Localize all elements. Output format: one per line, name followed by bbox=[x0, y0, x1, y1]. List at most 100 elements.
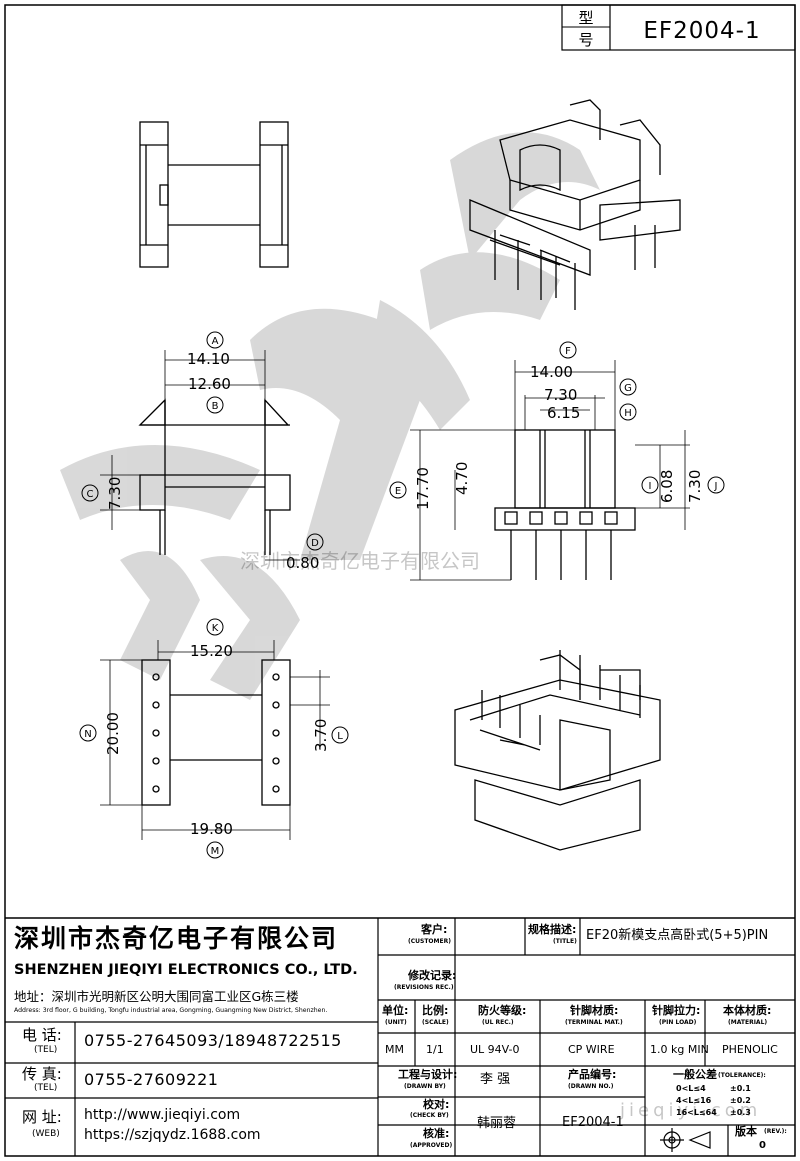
dim-N-value: 20.00 bbox=[104, 712, 122, 755]
dim-D-value: 0.80 bbox=[286, 554, 319, 572]
terminal-mat-value: CP WIRE bbox=[568, 1043, 615, 1056]
isometric-view-bottom bbox=[454, 650, 661, 851]
customer-label-en: (CUSTOMER) bbox=[408, 938, 451, 945]
approved-label-en: (APPROVED) bbox=[410, 1142, 453, 1149]
material-value: PHENOLIC bbox=[722, 1043, 778, 1056]
customer-label: 客户: bbox=[421, 923, 448, 936]
dim-E-value: 17.70 bbox=[414, 467, 432, 510]
callout-E: E bbox=[395, 486, 401, 497]
web-link-1[interactable]: http://www.jieqiyi.com bbox=[84, 1107, 241, 1123]
material-label-en: (MATERIAL) bbox=[728, 1019, 768, 1026]
check-by-label: 校对: bbox=[423, 1098, 450, 1111]
dim-E-inner-value: 4.70 bbox=[453, 462, 471, 495]
fax-label: 传 真: bbox=[22, 1065, 62, 1083]
top-view bbox=[139, 121, 289, 268]
model-label-1: 型 bbox=[578, 9, 593, 27]
tol-range-2: 4<L≤16 bbox=[676, 1096, 712, 1105]
terminal-mat-label: 针脚材质: bbox=[570, 1004, 619, 1017]
callout-M: M bbox=[211, 846, 220, 857]
callout-K: K bbox=[212, 623, 219, 634]
company-address-cn: 地址：深圳市光明新区公明大围同富工业区G栋三楼 bbox=[14, 989, 299, 1004]
dim-A-value: 14.10 bbox=[187, 350, 230, 368]
drawn-by-label: 工程与设计: bbox=[398, 1068, 458, 1081]
ul-label: 防火等级: bbox=[478, 1004, 527, 1017]
bottom-view-dims bbox=[100, 640, 330, 840]
revisions-label-en: (REVISIONS REC.) bbox=[394, 984, 454, 991]
model-number: EF2004-1 bbox=[643, 18, 760, 44]
drawn-no-label-en: (DRAWN NO.) bbox=[568, 1083, 614, 1090]
terminal-mat-label-en: (TERMINAL MAT.) bbox=[565, 1019, 623, 1026]
web-label: 网 址: bbox=[22, 1108, 62, 1126]
callout-G: G bbox=[624, 383, 632, 394]
dim-B-value: 12.60 bbox=[188, 375, 231, 393]
dim-C-value: 7.30 bbox=[106, 477, 124, 510]
unit-label-en: (UNIT) bbox=[385, 1019, 407, 1026]
front-view-dims bbox=[410, 360, 690, 581]
callout-F: F bbox=[565, 346, 571, 357]
unit-label: 单位: bbox=[382, 1004, 409, 1017]
tolerance-label: 一般公差 bbox=[673, 1068, 717, 1081]
drawn-by-value: 李 强 bbox=[480, 1072, 511, 1087]
approved-label: 核准: bbox=[423, 1127, 450, 1140]
bottom-view bbox=[141, 659, 291, 806]
tol-range-1: 0<L≤4 bbox=[676, 1084, 706, 1093]
callout-H: H bbox=[624, 408, 632, 419]
pin-load-label: 针脚拉力: bbox=[652, 1004, 701, 1017]
dim-L-value: 3.70 bbox=[312, 719, 330, 752]
web-link-2[interactable]: https://szjqydz.1688.com bbox=[84, 1127, 261, 1143]
company-name-cn: 深圳市杰奇亿电子有限公司 bbox=[14, 924, 339, 953]
dim-I-value: 6.08 bbox=[658, 470, 676, 503]
tel-label-en: (TEL) bbox=[34, 1045, 58, 1055]
company-address-en: Address: 3rd floor, G building, Tongfu i… bbox=[14, 1007, 328, 1014]
tel-value: 0755-27645093/18948722515 bbox=[84, 1031, 342, 1050]
dimension-callouts: A B C D E F G H I J K L M N bbox=[79, 331, 725, 859]
revisions-label: 修改记录: bbox=[408, 969, 457, 982]
callout-J: J bbox=[714, 481, 718, 492]
callout-C: C bbox=[87, 489, 94, 500]
dim-J-value: 7.30 bbox=[686, 470, 704, 503]
drawing-number-value: EF2004-1 bbox=[562, 1115, 624, 1130]
tol-range-3: 16<L≤64 bbox=[676, 1108, 717, 1117]
scale-label: 比例: bbox=[422, 1004, 449, 1017]
material-label: 本体材质: bbox=[723, 1004, 772, 1017]
scale-label-en: (SCALE) bbox=[422, 1019, 449, 1026]
title-value: EF20新模支点高卧式(5+5)PIN bbox=[586, 928, 769, 943]
projection-symbol-icon bbox=[660, 1128, 711, 1152]
front-view-right bbox=[494, 429, 636, 580]
revision-value: 0 bbox=[759, 1140, 766, 1151]
tolerance-label-en: (TOLERANCE): bbox=[718, 1072, 766, 1079]
side-view-dims bbox=[100, 350, 300, 561]
dim-G-value: 7.30 bbox=[544, 386, 577, 404]
fax-value: 0755-27609221 bbox=[84, 1070, 219, 1089]
title-label-en: (TITLE) bbox=[553, 938, 577, 945]
title-label: 规格描述: bbox=[528, 923, 577, 936]
model-box: 型 号 EF2004-1 bbox=[561, 4, 796, 51]
web-label-en: (WEB) bbox=[32, 1129, 60, 1139]
unit-value: MM bbox=[385, 1043, 404, 1056]
dim-K-value: 15.20 bbox=[190, 642, 233, 660]
side-view-left bbox=[138, 398, 291, 555]
watermark-company: 深圳市杰奇亿电子有限公司 bbox=[240, 549, 480, 573]
ul-label-en: (UL REC.) bbox=[482, 1019, 514, 1026]
drawn-by-label-en: (DRAWN BY) bbox=[404, 1083, 446, 1090]
tol-value-2: ±0.2 bbox=[730, 1096, 751, 1105]
dim-M-value: 19.80 bbox=[190, 820, 233, 838]
callout-I: I bbox=[649, 481, 652, 492]
titleblock-grid bbox=[5, 917, 795, 1156]
pin-load-label-en: (PIN LOAD) bbox=[659, 1019, 697, 1026]
dim-F-value: 14.00 bbox=[530, 363, 573, 381]
callout-L: L bbox=[337, 731, 343, 742]
watermark-logo bbox=[60, 132, 600, 700]
callout-B: B bbox=[212, 401, 219, 412]
ul-value: UL 94V-0 bbox=[470, 1043, 520, 1056]
dim-H-value: 6.15 bbox=[547, 404, 580, 422]
revision-label-en: (REV.): bbox=[764, 1128, 787, 1135]
check-by-label-en: (CHECK BY) bbox=[410, 1112, 449, 1119]
scale-value: 1/1 bbox=[426, 1043, 444, 1056]
tol-value-1: ±0.1 bbox=[730, 1084, 751, 1093]
callout-D: D bbox=[311, 538, 319, 549]
drawn-no-label: 产品编号: bbox=[568, 1068, 617, 1081]
company-name-en: SHENZHEN JIEQIYI ELECTRONICS CO., LTD. bbox=[14, 962, 358, 978]
revision-label: 版本 bbox=[735, 1125, 757, 1138]
